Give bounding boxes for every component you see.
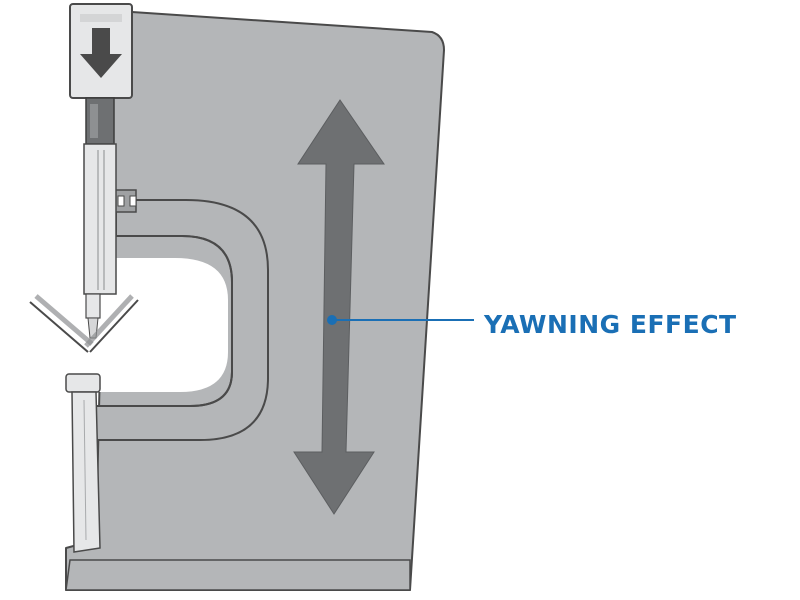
press-throat-opening — [96, 258, 228, 392]
lower-die — [65, 373, 101, 553]
ram-spindle — [83, 97, 117, 319]
press-throat-edge — [96, 235, 233, 407]
workpiece-splay — [29, 294, 139, 353]
press-base — [65, 559, 411, 591]
upper-clamp — [113, 189, 137, 213]
down-arrow-icon — [80, 28, 122, 78]
callout-label: YAWNING EFFECT — [483, 310, 737, 339]
double-headed-vertical-arrow-icon — [293, 99, 385, 515]
callout-marker-dot — [327, 315, 337, 325]
